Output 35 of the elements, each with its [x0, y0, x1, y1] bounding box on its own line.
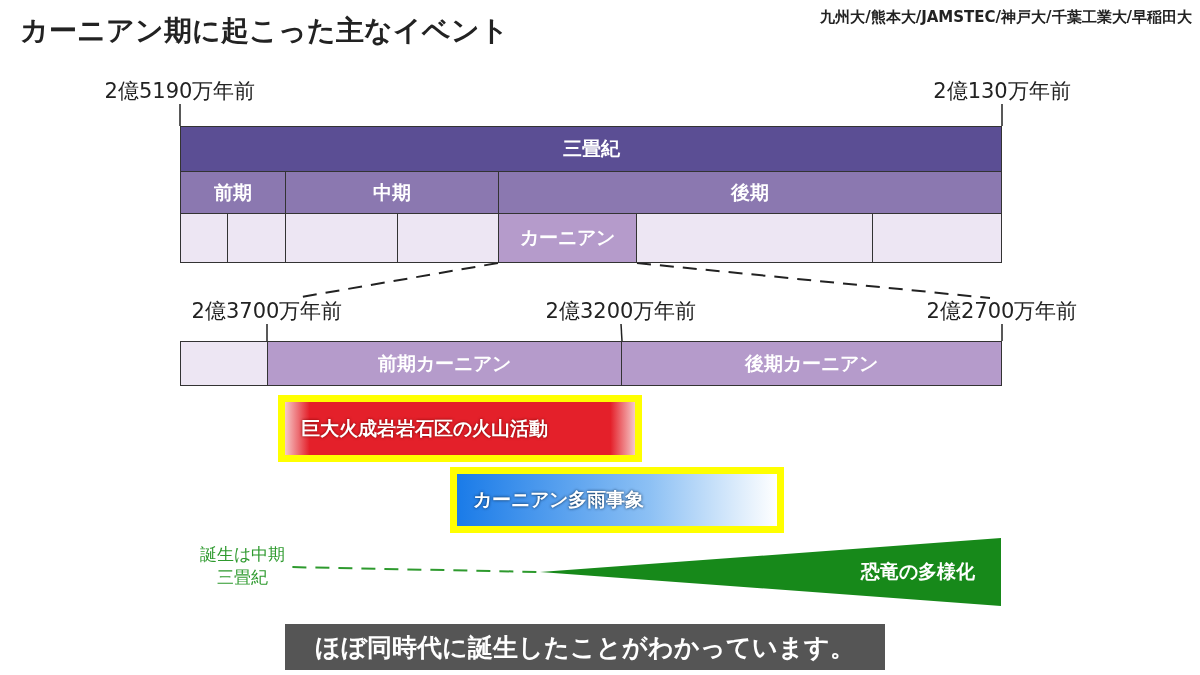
event-bar [450, 467, 784, 533]
note-text: 誕生は中期三畳紀 [199, 543, 285, 589]
subtitle-caption: ほぼ同時代に誕生したことがわかっています。 [285, 624, 885, 670]
node-label: 後期 [731, 179, 769, 205]
time-label: 2億2700万年前 [926, 298, 1078, 325]
period-band [180, 126, 1002, 172]
event-bar [278, 395, 642, 462]
empty-cell [180, 213, 228, 263]
node-label: 巨大火成岩岩石区の火山活動 [301, 415, 548, 441]
node-label: 三畳紀 [562, 136, 620, 161]
time-label: 2億5190万年前 [104, 78, 256, 105]
node-label: 恐竜の多様化 [861, 559, 975, 584]
time-label: 2億3700万年前 [191, 298, 343, 325]
period-band [498, 171, 1002, 214]
node-label: 前期 [214, 179, 252, 205]
time-label: 2億3200万年前 [545, 298, 697, 325]
node-label: 前期カーニアン [378, 350, 511, 376]
stage-cell [267, 341, 622, 386]
time-label: 2億130万年前 [933, 78, 1071, 105]
tick-line [1001, 103, 1003, 127]
node-label: カーニアン [520, 225, 615, 250]
tick-line [179, 103, 181, 127]
node-label: カーニアン多雨事象 [473, 487, 644, 512]
title: カーニアン期に起こった主なイベント [20, 13, 509, 49]
stage-cell [621, 341, 1002, 386]
tick-line [266, 323, 268, 342]
tick-line [1001, 323, 1003, 342]
period-band [180, 171, 286, 214]
node-label: 中期 [373, 179, 411, 205]
credit-text: 九州大/熊本大/JAMSTEC/神戸大/千葉工業大/早稲田大 [820, 8, 1192, 27]
stage-cell [498, 213, 637, 263]
node-label: 後期カーニアン [745, 350, 878, 376]
tick-line [620, 323, 623, 342]
dashed-line [636, 262, 991, 299]
period-band [285, 171, 499, 214]
